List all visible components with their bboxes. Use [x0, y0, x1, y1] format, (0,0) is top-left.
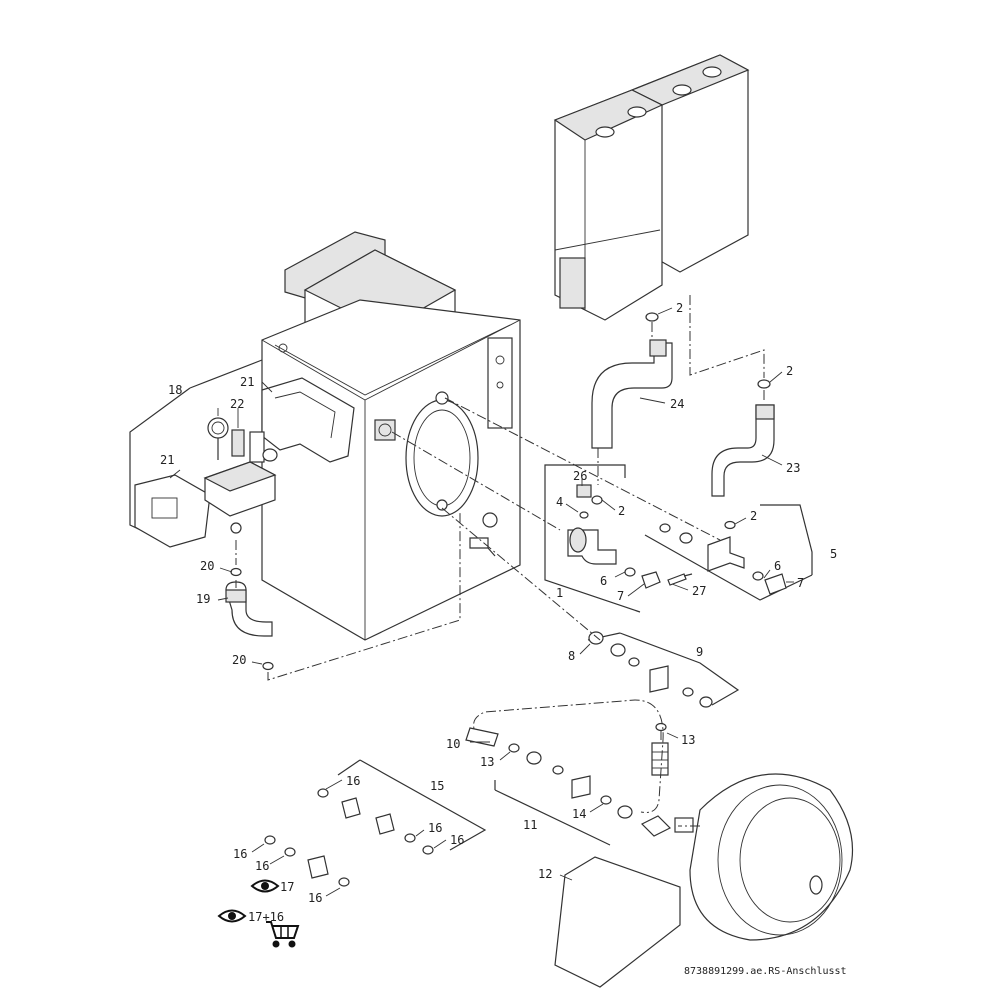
label-16-c: 16 — [450, 833, 464, 847]
label-4: 4 — [556, 495, 563, 509]
label-2-group5: 2 — [750, 509, 757, 523]
label-24: 24 — [670, 397, 684, 411]
eye-icon[interactable] — [217, 909, 247, 923]
center-connection-group — [544, 312, 693, 613]
shopping-cart-icon[interactable] — [266, 921, 300, 948]
label-2-center: 2 — [618, 504, 625, 518]
label-13-upper: 13 — [681, 733, 695, 747]
label-16-f: 16 — [308, 891, 322, 905]
fitting-set-16-17 — [264, 759, 487, 887]
label-27: 27 — [692, 584, 706, 598]
label-16-b: 16 — [428, 821, 442, 835]
label-14: 14 — [572, 807, 586, 821]
label-12: 12 — [538, 867, 552, 881]
label-26: 26 — [573, 469, 587, 483]
leader-lines — [169, 295, 794, 897]
eye-icon[interactable] — [250, 879, 280, 893]
label-23: 23 — [786, 461, 800, 475]
boiler-body — [261, 231, 521, 641]
hose-group-lower — [465, 699, 672, 846]
label-2-top: 2 — [676, 301, 683, 315]
label-10: 10 — [446, 737, 460, 751]
label-18: 18 — [168, 383, 182, 397]
label-6-right: 6 — [774, 559, 781, 573]
label-2-right: 2 — [786, 364, 793, 378]
drawing-reference: 8738891299.ae.RS-Anschlusst — [684, 966, 847, 977]
label-8: 8 — [568, 649, 575, 663]
label-19: 19 — [196, 592, 210, 606]
top-modules — [553, 54, 750, 321]
label-1: 1 — [556, 586, 563, 600]
safety-group — [129, 359, 355, 671]
hose-group-upper — [587, 631, 740, 776]
label-15: 15 — [430, 779, 444, 793]
label-20-lower: 20 — [232, 653, 246, 667]
label-5: 5 — [830, 547, 837, 561]
right-connection-group — [644, 379, 813, 601]
label-9: 9 — [696, 645, 703, 659]
label-6-center: 6 — [600, 574, 607, 588]
label-21-top: 21 — [240, 375, 254, 389]
label-20-upper: 20 — [200, 559, 214, 573]
label-21-left: 21 — [160, 453, 174, 467]
part-numbers: 2 2 2 2 24 23 26 4 5 6 6 7 7 1 27 8 9 13… — [160, 301, 837, 924]
mounting-plate — [554, 856, 681, 988]
label-13-lower: 13 — [480, 755, 494, 769]
label-7-center: 7 — [617, 589, 624, 603]
label-17-16: 17+16 — [248, 910, 284, 924]
label-7-right: 7 — [797, 576, 804, 590]
label-22: 22 — [230, 397, 244, 411]
label-16-d: 16 — [233, 847, 247, 861]
label-17: 17 — [280, 880, 294, 894]
label-11: 11 — [523, 818, 537, 832]
label-16-a: 16 — [346, 774, 360, 788]
expansion-vessel — [674, 773, 853, 941]
label-16-e: 16 — [255, 859, 269, 873]
